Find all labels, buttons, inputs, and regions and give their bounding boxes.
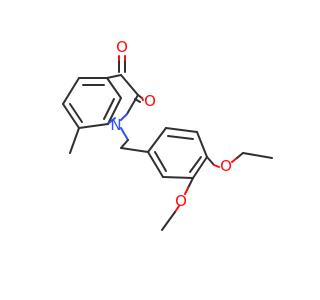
oxygen-methoxy-label: O [175,192,187,210]
methoxy-group [161,177,194,231]
bond [174,205,180,213]
amide-carbonyl [134,94,144,103]
oxygen-amide-label: O [144,92,156,110]
bond [78,123,109,129]
bond [147,151,164,178]
ketone-group [118,55,126,73]
double-bond-line [189,156,202,173]
bond [108,117,116,124]
bond [107,97,122,125]
oxygen-ketone-label: O [116,38,128,56]
bond [120,127,129,141]
oxygen-ethoxy-label: O [220,157,232,175]
molecule-diagram: O O N O O [62,38,273,231]
bond [236,152,244,159]
bond [106,77,122,99]
bond [231,157,238,163]
bond [120,74,139,96]
structure-canvas: O O N O O [62,38,273,231]
double-bond-line [103,98,115,120]
benzo-ring [62,77,122,129]
bond [134,98,141,103]
bond [192,156,208,179]
benzyl-linker [120,127,149,153]
bond [165,127,198,133]
bond [184,187,189,195]
double-bond-line [167,135,194,140]
bond [187,177,194,189]
phenyl-ring [147,127,208,179]
pyrrolidine-ring [106,74,139,124]
bond [62,77,80,105]
bond [141,97,144,101]
bond [120,139,129,149]
bond [106,74,122,79]
bond [242,152,273,159]
bond [196,131,208,158]
bond [206,156,215,166]
bond [213,164,220,168]
bond [62,103,80,129]
methyl-bond [69,127,80,154]
bond [120,113,128,121]
nitrogen-label: N [110,116,121,134]
bond [126,94,139,115]
double-bond-line [69,103,83,123]
double-bond-line [154,151,167,172]
bond [161,211,176,231]
ethoxy-group [206,152,273,168]
bond [147,127,167,153]
bond [162,176,194,179]
bond [120,147,149,153]
